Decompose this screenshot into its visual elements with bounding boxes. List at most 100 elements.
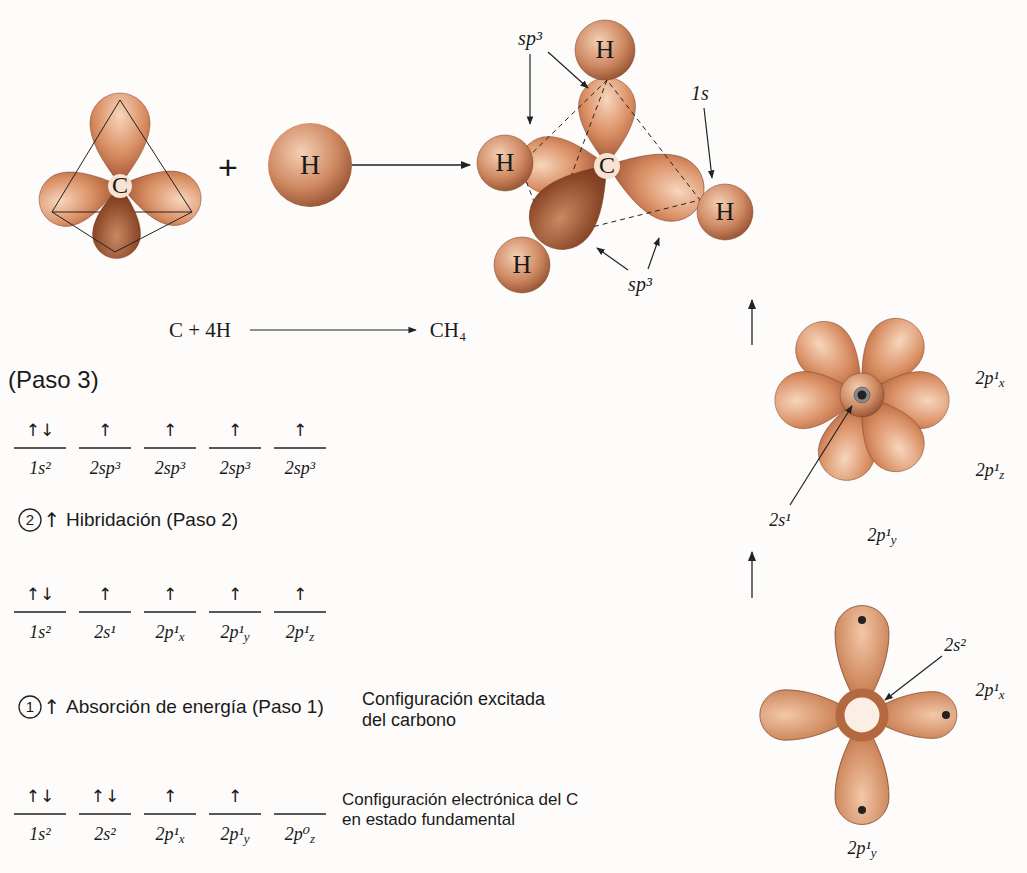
orbital-line [144, 447, 196, 448]
reaction-arrow [751, 300, 752, 345]
electron-dot [858, 616, 866, 624]
leader-line [790, 406, 852, 505]
orbital-label: 2s² [944, 635, 965, 656]
sp3-lobe [90, 93, 150, 185]
subscript: x [999, 687, 1005, 702]
subscript: y [244, 831, 250, 846]
step-number: 2 [26, 511, 34, 528]
tetrahedron-edge [520, 80, 607, 165]
s-orbital [840, 373, 884, 417]
energy-arrow: ↑ [44, 509, 61, 532]
orbital-label: 1s [691, 82, 709, 105]
equation-reactants: C + 4H [169, 318, 231, 342]
sp3-lobe [596, 134, 714, 231]
atom-symbol: C [599, 152, 615, 180]
subscript: z [999, 467, 1004, 482]
electron-arrows: ↑ [228, 787, 242, 807]
subscript: y [244, 629, 250, 644]
orbital-label: 2p¹x [155, 622, 184, 643]
step-heading: (Paso 3) [8, 366, 99, 394]
orbital-label: 2sp³ [90, 458, 120, 479]
orbital-label: 2p¹y [867, 525, 896, 546]
orbital-label: 2p¹y [220, 824, 249, 845]
subscript: x [179, 831, 185, 846]
orbital-line [144, 813, 196, 814]
orbital-label: 2p¹z [976, 460, 1004, 481]
energy-arrow: ↑ [44, 696, 61, 719]
subscript: x [179, 629, 185, 644]
leader-line [529, 54, 530, 124]
orbital-line [274, 813, 326, 814]
tetrahedral-carbon [33, 93, 207, 260]
orbital-line [14, 447, 66, 448]
reaction-arrow [751, 552, 752, 598]
orbital-label: 2sp³ [285, 458, 315, 479]
orbital-line [274, 447, 326, 448]
excited-orbitals: 2p¹x2s¹2p¹z2p¹y [745, 345, 1022, 552]
electron-arrows: ↑ [163, 787, 177, 807]
ground-orbital-figure [760, 606, 957, 825]
electron-arrows: ↑ [98, 421, 112, 441]
orbital-label: 2p¹y [220, 622, 249, 643]
atom-symbol: H [513, 250, 532, 280]
electron-dot [942, 711, 950, 719]
leader-line [648, 238, 659, 269]
hydrogen-atom: H [697, 184, 753, 240]
hydrogen-atom: H [494, 237, 550, 293]
hybrid-label: sp³ [628, 273, 652, 296]
hydrogen-sphere [575, 20, 635, 80]
orbital-label: 2p¹x [975, 368, 1004, 389]
electron-arrows: ↑ [228, 421, 242, 441]
orbital-label: 2p¹x [975, 680, 1004, 701]
electron-arrows: ↑↓ [26, 421, 55, 441]
subscript: x [999, 375, 1005, 390]
nucleus [858, 391, 867, 400]
orbital-line [209, 813, 261, 814]
plus-sign: + [218, 148, 238, 187]
leader-line [548, 52, 588, 88]
atom-core [594, 153, 620, 179]
electron-arrows: ↑ [228, 585, 242, 605]
orbital-label: 2s² [94, 824, 115, 845]
hybrid-label: sp³ [518, 27, 542, 50]
leader-line [885, 656, 942, 700]
subscript: y [871, 845, 877, 860]
reaction-arrow [352, 164, 470, 165]
state-note: Configuración excitada del carbono [362, 689, 572, 730]
hydrogen-sphere [494, 237, 550, 293]
ground-orbitals: 2s²2p¹x2p¹y [745, 598, 1022, 862]
atom-symbol: H [300, 149, 320, 181]
orbital-line [209, 611, 261, 612]
orbital-line [14, 611, 66, 612]
atom-symbol: H [716, 197, 735, 227]
electron-arrows: ↑ [293, 585, 307, 605]
hydrogen-sphere [697, 184, 753, 240]
atom-symbol: H [596, 35, 615, 65]
hydrogen-atom: H [268, 123, 352, 207]
electron-arrows: ↑ [98, 585, 112, 605]
orbital-line [144, 611, 196, 612]
step-circle [19, 509, 41, 531]
electron-arrows: ↑ [163, 585, 177, 605]
reaction-arrow [250, 329, 416, 330]
step-heading: Absorción de energía (Paso 1) [66, 696, 324, 718]
hydrogen-atom: H [575, 20, 635, 80]
hydrogen-sphere [477, 135, 533, 191]
electron-dot [858, 806, 866, 814]
leader-line [597, 248, 628, 270]
atom-symbol: C [112, 172, 128, 200]
subscript: y [891, 532, 897, 547]
step-number: 1 [26, 698, 34, 715]
subscript: z [310, 831, 315, 846]
hydrogen-atom: H [477, 135, 533, 191]
orbital-line [274, 611, 326, 612]
orbital-line [79, 611, 131, 612]
leader-line [704, 108, 712, 178]
electron-arrows: ↑ [293, 421, 307, 441]
orbital-label: 1s² [29, 824, 50, 845]
tetrahedron-edge [52, 212, 192, 252]
s-orbital-ring [840, 693, 884, 737]
